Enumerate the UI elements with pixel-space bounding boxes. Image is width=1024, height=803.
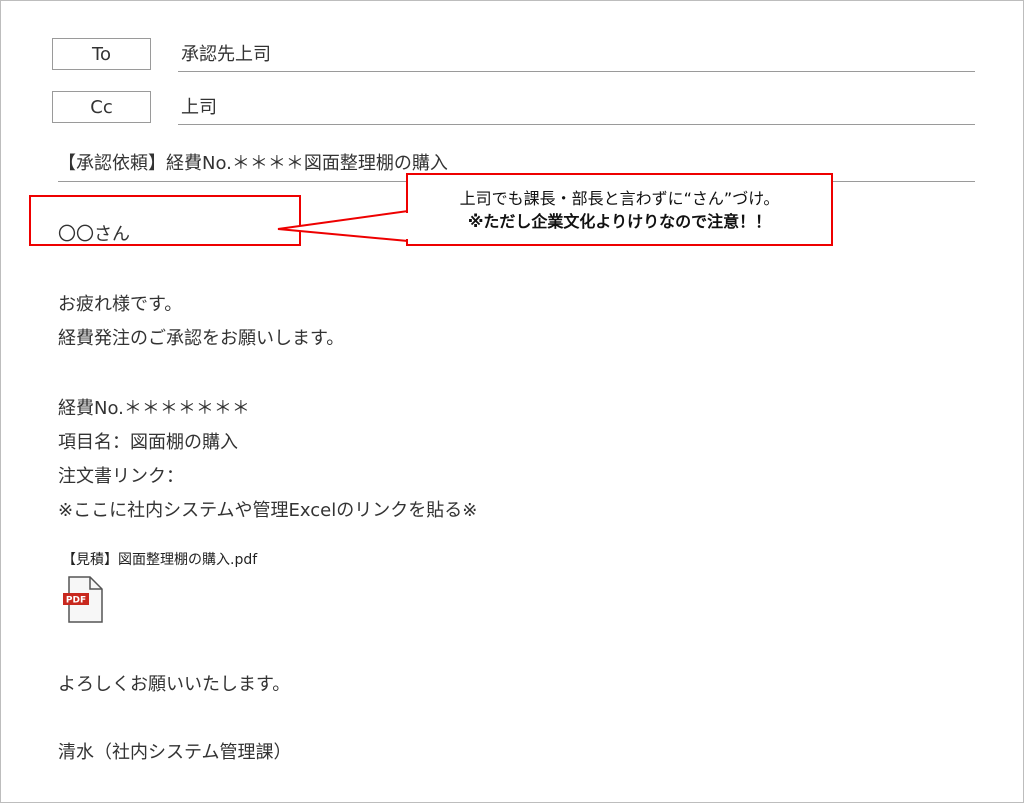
body-line: 項目名：図面棚の購入 [58,432,238,453]
body-line: ※ここに社内システムや管理Excelのリンクを貼る※ [58,500,478,521]
cc-button[interactable]: Cc [52,91,151,123]
callout-line1: 上司でも課長・部長と言わずに“さん”づけ。 [459,189,780,208]
closing: よろしくお願いいたします。 [58,674,291,695]
cc-field[interactable]: 上司 [178,91,975,125]
body-line: 経費発注のご承認をお願いします。 [58,328,345,349]
callout-pointer [277,209,409,243]
body-line: お疲れ様です。 [58,294,183,315]
to-button[interactable]: To [52,38,151,70]
body-line: 経費No.＊＊＊＊＊＊＊ [58,398,250,419]
pdf-file-icon[interactable]: PDF [63,575,105,625]
signature: 清水（社内システム管理課） [58,742,292,763]
callout-note: 上司でも課長・部長と言わずに“さん”づけ。 ※ただし企業文化よりけりなので注意！… [406,173,833,246]
pointer-joint [405,213,409,239]
body-line: 注文書リンク： [58,466,184,487]
greeting: 〇〇さん [58,224,130,245]
pdf-badge: PDF [66,596,86,606]
attachment-name[interactable]: 【見積】図面整理棚の購入.pdf [62,552,258,568]
to-field[interactable]: 承認先上司 [178,38,975,72]
greeting-highlight-box [29,195,301,246]
callout-line2: ※ただし企業文化よりけりなので注意！！ [467,212,772,231]
